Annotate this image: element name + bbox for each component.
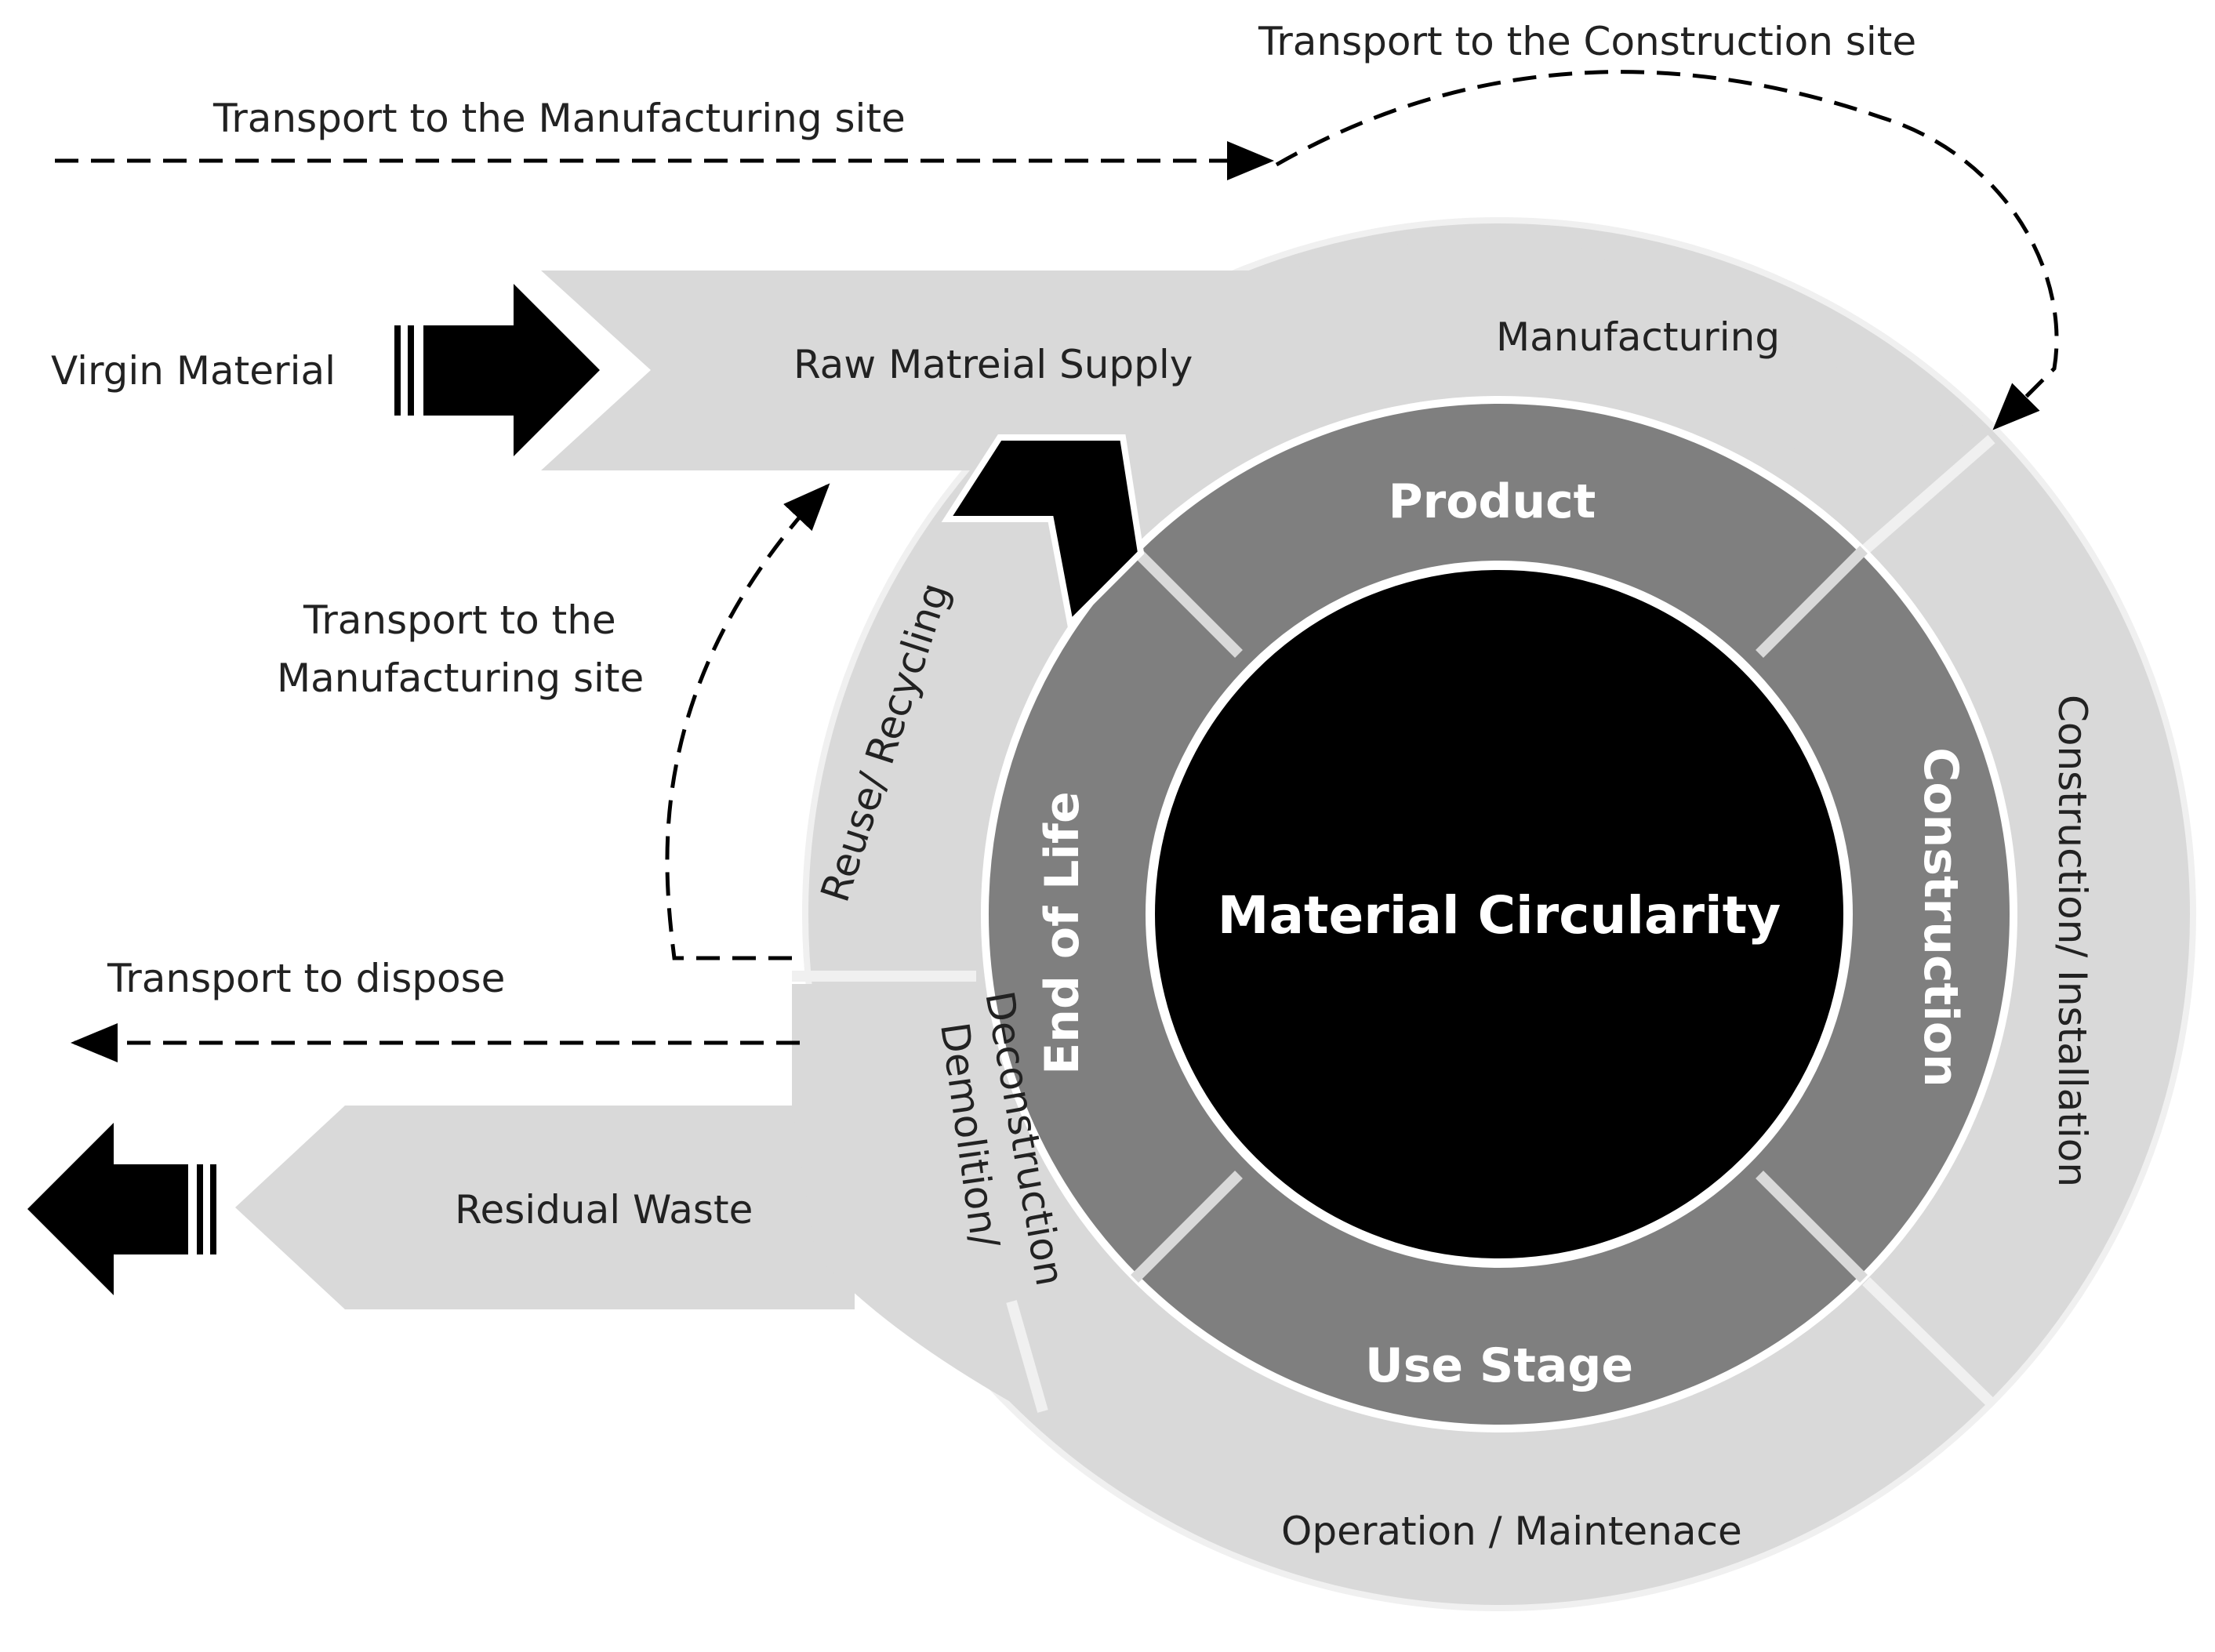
manufacturing-label: Manufacturing [1496,314,1780,360]
transport-manufacturing-loop-arrow [665,483,830,960]
residual-waste-arrow [27,1123,216,1295]
use-stage-label: Use Stage [1365,1338,1633,1393]
transport-construction-label: Transport to the Construction site [1258,19,1916,64]
transport-dispose-label: Transport to dispose [107,956,505,1001]
transport-manufacturing-label-line1: Transport to the [303,597,616,643]
construction-label: Construction [1913,747,1968,1087]
residual-waste-label: Residual Waste [455,1187,753,1233]
center-label: Material Circularity [1218,885,1781,946]
product-label: Product [1389,474,1596,529]
residual-waste-band [235,1106,855,1309]
construction-installation-label: Construction/ Installation [2050,695,2095,1187]
center-circle [1146,561,1853,1268]
raw-material-supply-label: Raw Matreial Supply [793,342,1193,387]
end-of-life-label: End of Life [1035,791,1090,1074]
raw-material-supply-band [541,235,1992,470]
transport-construction-arrow [1275,70,2059,430]
demolition-segment [792,984,1098,1411]
virgin-material-arrow [394,284,600,456]
operation-maintenance-label: Operation / Maintenace [1281,1509,1742,1554]
reuse-feedback-arrow [941,434,1145,630]
outer-ring-separators [792,434,1995,1413]
transport-manufacturing-top-label: Transport to the Manufacturing site [212,96,906,141]
transport-manufacturing-label-line2: Manufacturing site [277,655,644,701]
inner-ring-separators [1131,546,1868,1283]
virgin-material-label: Virgin Material [51,348,336,394]
